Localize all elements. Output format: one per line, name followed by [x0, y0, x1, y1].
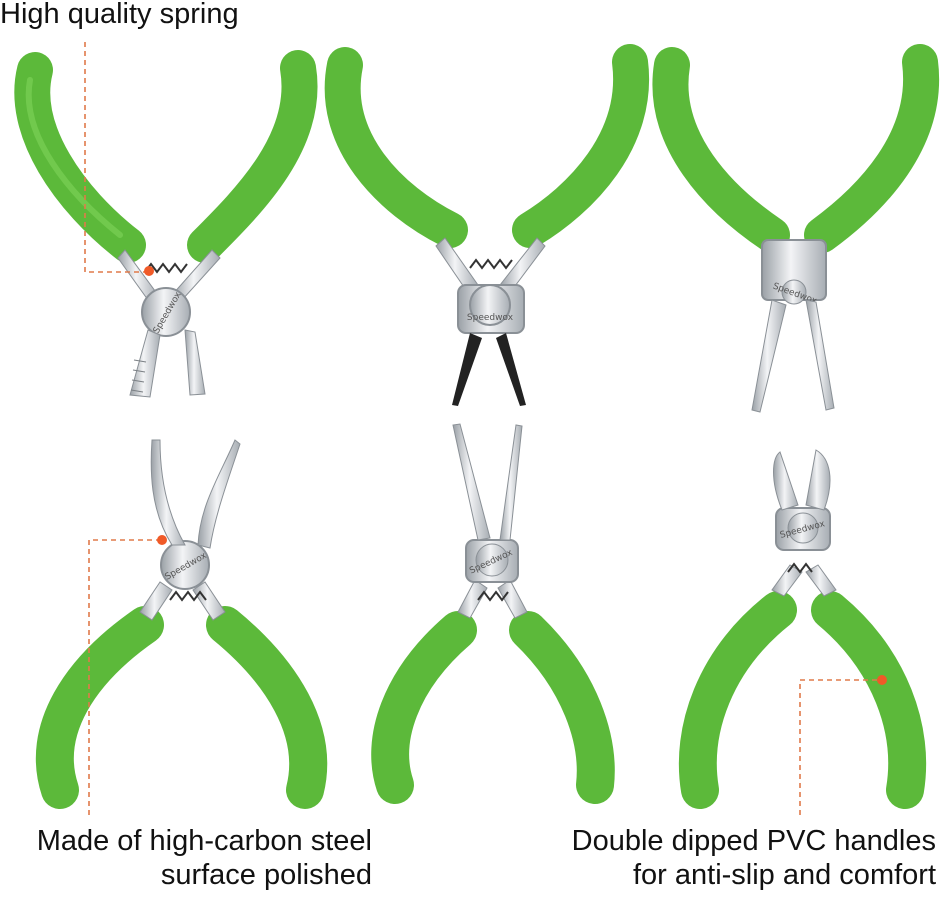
- right-handle: [804, 44, 940, 253]
- black-tip-circlip-pliers: Speedwox: [324, 44, 650, 406]
- black-tip: [496, 333, 526, 406]
- pivot-joint: [469, 284, 511, 326]
- spring-icon: [144, 262, 188, 274]
- callout-lines: [84, 42, 887, 815]
- spring-icon: [787, 562, 813, 574]
- left-handle: [678, 591, 797, 809]
- callout-dot: [144, 266, 154, 276]
- right-handle: [206, 606, 328, 809]
- diagonal-cutter-pliers: Speedwox: [678, 449, 927, 809]
- callout-spring: High quality spring: [0, 0, 239, 31]
- long-flat-nose-pliers: Speedwox: [652, 44, 940, 413]
- callout-pvc-line2: for anti-slip and comfort: [632, 859, 936, 891]
- left-handle: [324, 47, 468, 248]
- callout-dot: [157, 535, 167, 545]
- spring-icon: [169, 590, 207, 602]
- bent-nose-pliers: Speedwox: [35, 439, 328, 809]
- right-handle: [811, 591, 927, 809]
- callout-steel: Made of high-carbon steel surface polish…: [37, 824, 372, 892]
- flat-nose-pliers: Speedwox: [14, 50, 318, 398]
- black-tip: [452, 333, 482, 406]
- callout-pvc-line1: Double dipped PVC handles: [571, 825, 936, 857]
- left-handle: [652, 47, 790, 253]
- callout-steel-line2: surface polished: [160, 859, 372, 891]
- spring-icon: [469, 258, 513, 270]
- brand-mark: Speedwox: [467, 313, 514, 323]
- needle-nose-pliers: Speedwox: [371, 423, 615, 804]
- pivot-joint: [475, 543, 509, 577]
- right-handle: [187, 50, 318, 263]
- callout-dot: [877, 675, 887, 685]
- left-handle: [35, 606, 164, 809]
- callout-pvc: Double dipped PVC handles for anti-slip …: [572, 824, 936, 892]
- callout-spring-text: High quality spring: [0, 0, 239, 30]
- pivot-joint: [781, 279, 807, 305]
- spring-icon: [477, 590, 509, 602]
- left-handle: [371, 611, 477, 804]
- right-handle: [512, 44, 650, 248]
- pivot-joint: [160, 540, 210, 590]
- right-handle: [509, 611, 615, 804]
- callout-steel-line1: Made of high-carbon steel: [36, 825, 372, 857]
- pivot-joint: [787, 512, 819, 544]
- pivot-joint: [141, 287, 191, 337]
